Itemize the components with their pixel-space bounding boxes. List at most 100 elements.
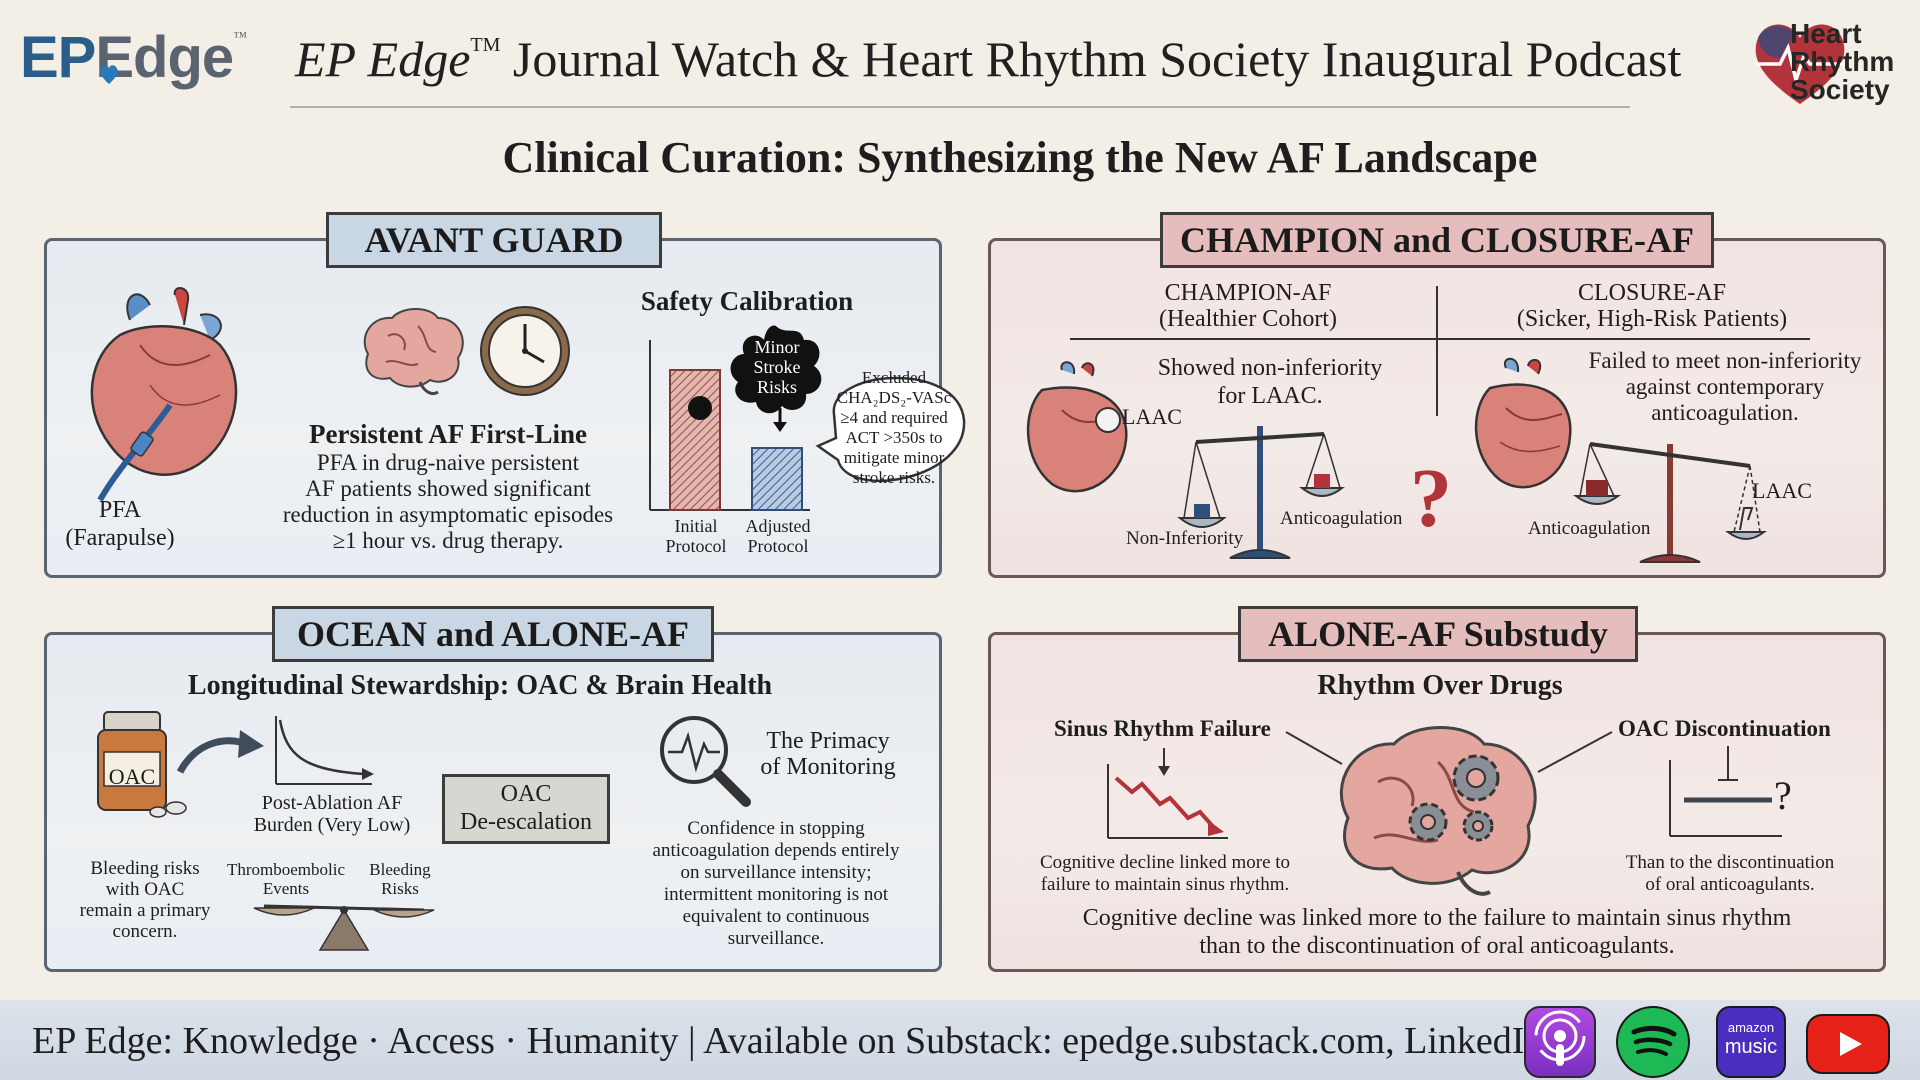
flat-trend-icon [1669, 746, 1782, 837]
scale-left-label: Thromboembolic Events [216, 860, 356, 898]
footer-bar [0, 1000, 1920, 1080]
anticoag-label-right: Anticoagulation [1528, 518, 1651, 539]
monitoring-title-2: of Monitoring [760, 754, 896, 780]
play-icon [1840, 1032, 1862, 1056]
left-caption: Cognitive decline linked more to failure… [1020, 852, 1310, 896]
splat-label-1: Minor [754, 337, 800, 357]
bar-initial-protocol [669, 369, 721, 511]
ep-edge-logo: EPEdge™ [20, 24, 260, 104]
splat-label: Minor Stroke Risks [730, 337, 824, 397]
brain-icon [363, 308, 464, 396]
oac-deescalation-box [442, 774, 610, 844]
scale-right-label: Bleeding Risks [356, 860, 444, 898]
alone-summary: Cognitive decline was linked more to the… [990, 904, 1884, 960]
closure-result-1: Failed to meet non-inferiority [1588, 348, 1862, 373]
closure-result-3: anticoagulation. [1651, 400, 1799, 425]
heart-pin-icon [100, 65, 118, 84]
splat-label-3: Risks [756, 377, 798, 397]
bubble-line-1: Excluded [861, 368, 927, 387]
scale-left-2: Events [262, 879, 310, 898]
bottle-label: OAC [108, 764, 156, 789]
header-divider [290, 106, 1630, 108]
oac-discontinuation-label: OAC Discontinuation [1618, 716, 1831, 741]
ocean-heading: Longitudinal Stewardship: OAC & Brain He… [187, 670, 773, 701]
gear-icon-tiny [1462, 810, 1494, 842]
avant-body-1: PFA in drug-naive persistent [316, 450, 580, 475]
alone-heading: Rhythm Over Drugs [1317, 670, 1563, 701]
champion-af-sub: (Healthier Cohort) [1159, 306, 1337, 332]
page-subtitle: Clinical Curation: Synthesizing the New … [502, 133, 1538, 182]
burden-label-1: Post-Ablation AF [261, 792, 403, 814]
question-mark-icon: ? [1410, 452, 1452, 545]
burden-label-2: Burden (Very Low) [253, 814, 411, 836]
title-tm: TM [470, 34, 501, 56]
pointer-lines [1285, 731, 1613, 773]
monitoring-title-1: The Primacy [766, 728, 890, 754]
title-rest: Journal Watch & Heart Rhythm Society Ina… [500, 31, 1682, 87]
clock-icon [480, 306, 570, 396]
bar-label-adjusted-2: Protocol [747, 536, 809, 556]
closure-af-title: CLOSURE-AF [1577, 280, 1727, 306]
monitoring-title: The Primacy of Monitoring [748, 728, 908, 780]
bleeding-risk-4: concern. [112, 921, 178, 942]
champion-result-2: for LAAC. [1217, 383, 1323, 409]
champ-center-divider [1436, 286, 1438, 416]
monitoring-text-5: equivalent to continuous [682, 906, 870, 927]
declining-trend-icon [1107, 748, 1228, 839]
hrs-line-1: Heart [1790, 18, 1862, 49]
splat-label-2: Stroke [753, 357, 801, 377]
af-burden-curve [275, 716, 374, 785]
hrs-wordmark: Heart Rhythm Society [1790, 20, 1894, 104]
non-inferiority-label: Non-Inferiority [1126, 528, 1244, 549]
heart-catheter-icon [90, 287, 238, 502]
apple-podcasts-icon[interactable] [1524, 1006, 1596, 1078]
brain-gears-icon [1339, 726, 1537, 896]
pill-bottle-icon [97, 711, 187, 818]
bubble-line-4: ACT >350s to [845, 428, 943, 447]
champ-header-rule [1070, 338, 1810, 340]
right-caption: Than to the discontinuation of oral anti… [1600, 852, 1860, 896]
scale-right-1: Bleeding [369, 860, 431, 879]
footer-text: EP Edge: Knowledge · Access · Humanity |… [32, 1020, 1544, 1062]
bleeding-risk-text: Bleeding risks with OAC remain a primary… [60, 858, 230, 942]
logo-ep-text: EP [20, 25, 96, 90]
bar-label-adjusted: Adjusted Protocol [730, 516, 826, 556]
closure-result: Failed to meet non-inferiority against c… [1570, 348, 1880, 426]
bleeding-risk-2: with OAC [105, 879, 185, 900]
main-title: EP EdgeTM Journal Watch & Heart Rhythm S… [295, 30, 1681, 88]
youtube-icon[interactable] [1806, 1014, 1890, 1074]
alone-summary-1: Cognitive decline was linked more to the… [1082, 905, 1792, 931]
right-caption-2: of oral anticoagulants. [1645, 874, 1815, 895]
hrs-line-2: Rhythm [1790, 46, 1895, 77]
bar-label-initial: Initial Protocol [648, 516, 744, 556]
balance-scale-ocean-icon [253, 904, 435, 951]
safety-calibration-title: Safety Calibration [640, 286, 854, 316]
champion-af-title: CHAMPION-AF [1164, 280, 1332, 306]
avant-body-2: AF patients showed significant [305, 476, 591, 501]
avant-description: Persistent AF First-Line PFA in drug-nai… [248, 418, 648, 554]
bleeding-risk-3: remain a primary [79, 900, 211, 921]
avant-heading: Persistent AF First-Line [309, 419, 587, 449]
gear-icon-small [1408, 802, 1448, 842]
monitoring-text-1: Confidence in stopping [687, 818, 865, 839]
tag-champion-closure: CHAMPION and CLOSURE-AF [1160, 212, 1714, 268]
amazon-music-icon[interactable]: amazon music [1716, 1006, 1786, 1078]
monitoring-text-2: anticoagulation depends entirely [652, 840, 900, 861]
monitoring-text-3: on surveillance intensity; [680, 862, 872, 883]
oac-deescalation-1: OAC [500, 781, 552, 807]
laac-label-right: LAAC [1752, 478, 1812, 503]
bubble-text: Excluded CHA₂DS₂-VASc ≥4 and required AC… [828, 368, 960, 488]
monitoring-text-4: intermittent monitoring is not [663, 884, 889, 905]
question-mark-small-icon: ? [1774, 773, 1792, 818]
heart-icon-right [1474, 357, 1572, 489]
bubble-line-6: stroke risks. [852, 468, 936, 487]
champion-result-1: Showed non-inferiority [1157, 355, 1383, 381]
laac-label-left: LAAC [1122, 404, 1182, 429]
left-caption-2: failure to maintain sinus rhythm. [1040, 874, 1290, 895]
champion-result: Showed non-inferiority for LAAC. [1130, 354, 1410, 410]
title-ep-edge: EP Edge [295, 31, 471, 87]
heart-laac-icon-left [1026, 361, 1128, 493]
ink-drop [688, 396, 712, 420]
bar-label-initial-1: Initial [674, 516, 718, 536]
spotify-icon[interactable] [1616, 1006, 1690, 1078]
